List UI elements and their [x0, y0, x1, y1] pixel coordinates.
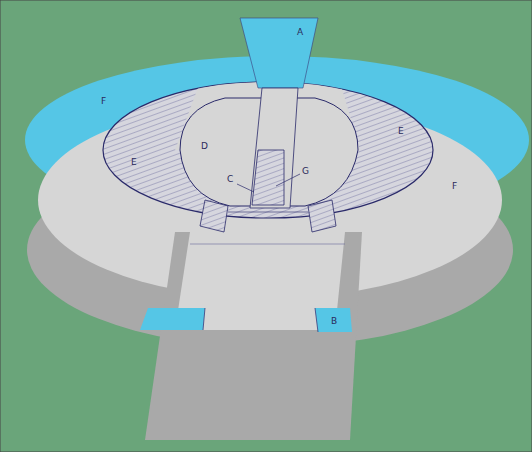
part-letter: G [302, 166, 309, 176]
part-letter: B [331, 316, 337, 326]
part-letter: D [201, 141, 208, 151]
part-letter: C [227, 174, 233, 184]
part-letter: A [297, 27, 303, 37]
part-letter: F [101, 96, 106, 106]
part-letter: F [452, 181, 457, 191]
part-letter: E [398, 126, 404, 136]
part-letter: E [131, 157, 137, 167]
